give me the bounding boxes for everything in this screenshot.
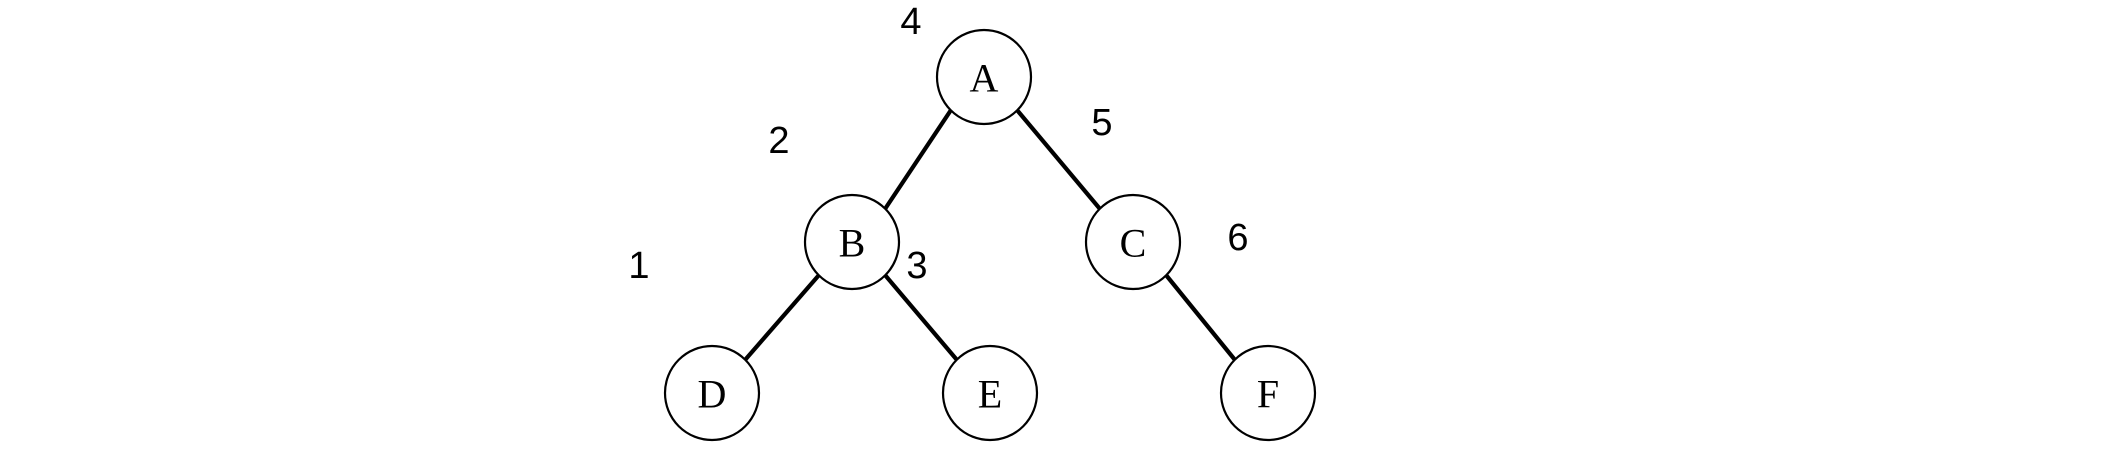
- node-order-label-c: 5: [1091, 102, 1112, 144]
- tree-node-f[interactable]: F: [1219, 344, 1317, 442]
- node-order-label-a: 4: [900, 1, 921, 43]
- nodes-group: A B C D E F: [663, 28, 1317, 442]
- node-label-d: D: [698, 372, 727, 417]
- node-circle-c: [1084, 193, 1182, 291]
- node-label-b: B: [839, 221, 866, 266]
- node-label-f: F: [1257, 372, 1279, 417]
- node-circle-a: [935, 28, 1033, 126]
- tree-node-b[interactable]: B: [803, 193, 901, 291]
- tree-edge-a-c: [1015, 108, 1102, 211]
- node-label-e: E: [978, 372, 1002, 417]
- node-circle-b: [803, 193, 901, 291]
- node-circle-e: [941, 344, 1039, 442]
- edges-group: [743, 108, 1237, 362]
- node-order-label-d: 1: [628, 245, 649, 287]
- tree-node-d[interactable]: D: [663, 344, 761, 442]
- node-circle-f: [1219, 344, 1317, 442]
- node-order-label-e: 3: [906, 245, 927, 287]
- tree-node-e[interactable]: E: [941, 344, 1039, 442]
- tree-edge-b-d: [743, 273, 821, 362]
- tree-node-a[interactable]: A: [935, 28, 1033, 126]
- node-label-a: A: [970, 56, 999, 101]
- tree-edge-c-f: [1164, 273, 1237, 362]
- node-order-label-b: 2: [768, 120, 789, 162]
- node-label-c: C: [1120, 221, 1147, 266]
- order-labels-group: 4 2 5 1 3 6: [628, 1, 1248, 287]
- node-order-label-f: 6: [1227, 217, 1248, 259]
- tree-edge-a-b: [883, 108, 953, 211]
- tree-edge-b-e: [883, 273, 959, 362]
- tree-node-c[interactable]: C: [1084, 193, 1182, 291]
- node-circle-d: [663, 344, 761, 442]
